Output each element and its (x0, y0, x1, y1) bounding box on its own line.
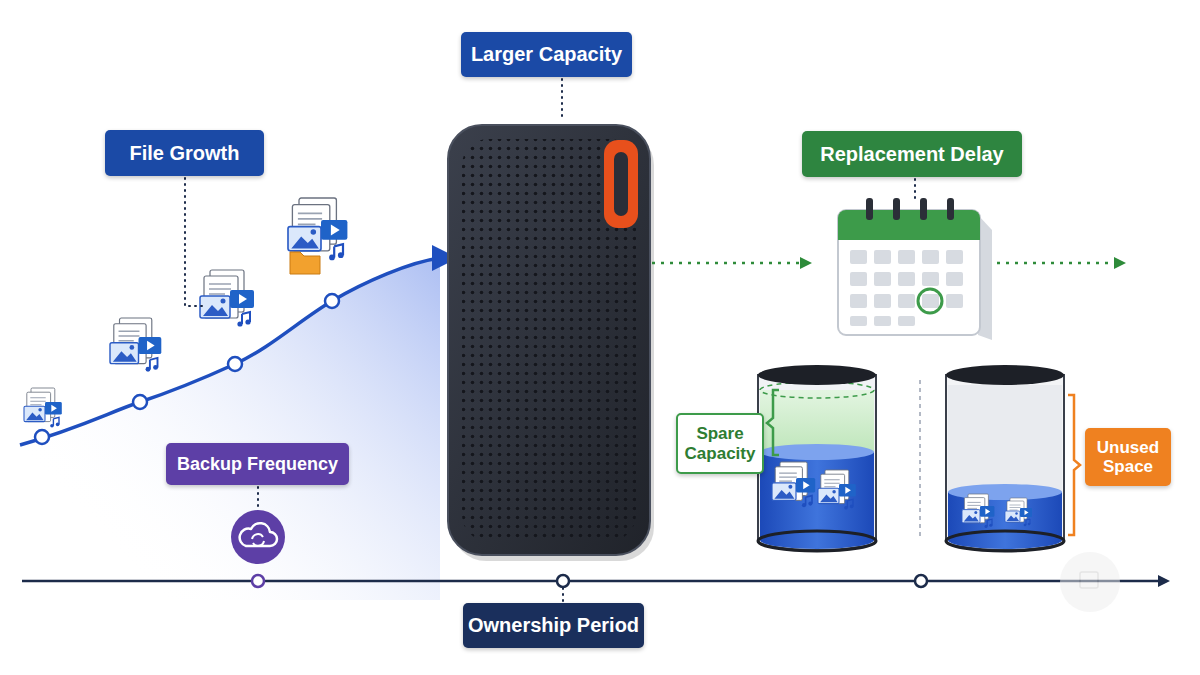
leader-line (561, 79, 563, 120)
ssd-loop-hole (614, 152, 628, 216)
file-icon-group (772, 462, 815, 507)
calendar-highlight (918, 289, 942, 313)
ssd-drive (448, 125, 654, 561)
capacity-label: Larger Capacity (461, 32, 632, 77)
file-icon-group (1005, 498, 1032, 526)
empty-fill (948, 385, 1062, 492)
ssd-body (448, 125, 650, 555)
calendar-ring (947, 198, 954, 220)
data-fill (948, 492, 1062, 549)
folder-icon (290, 252, 320, 274)
calendar-header (838, 226, 980, 240)
leader-line (562, 588, 564, 601)
box-label-text: Replacement Delay (820, 143, 1003, 165)
calendar-header (838, 210, 980, 240)
leader-line (185, 178, 205, 306)
calendar-ring (920, 198, 927, 220)
cylinder-base (946, 531, 1064, 551)
calendar-ring (866, 198, 873, 220)
box-label-text: Ownership Period (468, 614, 639, 636)
delay-label: Replacement Delay (802, 131, 1022, 177)
delay-line (988, 262, 1114, 265)
spare-fill (760, 390, 874, 452)
unused-label: Unused Space (1085, 428, 1171, 486)
ssd-loop (604, 140, 638, 228)
box-label-text: Backup Frequency (177, 454, 338, 474)
ssd-shadow (452, 131, 654, 561)
leader-line (914, 179, 916, 203)
cylinder-rim (758, 365, 876, 385)
growth-area (20, 258, 440, 600)
box-label-text: Spare Capacity (682, 424, 758, 462)
growth-point (228, 357, 242, 371)
box-label-text: Unused Space (1089, 438, 1167, 476)
growth-curve (20, 245, 458, 600)
growth-point (35, 430, 49, 444)
timeline-marker (252, 575, 264, 587)
timeline-marker (915, 575, 927, 587)
file-icon-group (110, 318, 161, 372)
growth-line (20, 258, 440, 445)
growth-point (133, 395, 147, 409)
sync-symbol (252, 534, 264, 546)
file-icon-group (288, 198, 347, 260)
data-top (760, 444, 874, 460)
watermark-icon (1060, 552, 1120, 612)
storage-cylinder (946, 365, 1064, 551)
box-label-text: File Growth (130, 142, 240, 164)
cylinder-base (758, 531, 876, 551)
delay-arrowhead (1114, 257, 1126, 269)
timeline-marker (557, 575, 569, 587)
file-icon-group (24, 388, 62, 428)
timeline (22, 575, 1170, 587)
box-label-text: Larger Capacity (471, 43, 622, 65)
cloud-symbol (240, 523, 277, 546)
backup-label: Backup Frequency (166, 443, 349, 485)
file-icon-group (818, 470, 856, 510)
growth-point (325, 294, 339, 308)
leader-line (257, 487, 259, 508)
backup-icon (231, 510, 285, 564)
calendar-icon (838, 198, 992, 340)
spare-label: Spare Capacity (676, 413, 764, 474)
timeline-axis (22, 580, 1160, 583)
cylinder-body (946, 375, 1064, 550)
cylinder-body (758, 375, 876, 550)
delay-line (652, 262, 800, 265)
calendar-ring (893, 198, 900, 220)
growth-label: File Growth (105, 130, 264, 176)
calendar-body (838, 210, 980, 335)
unused-bracket (1068, 395, 1080, 535)
timeline-arrowhead (1158, 575, 1170, 587)
period-label: Ownership Period (463, 603, 644, 648)
delay-arrowhead (800, 257, 812, 269)
spare-bracket (767, 390, 779, 455)
backup-circle (231, 510, 285, 564)
storage-cylinder (758, 365, 876, 551)
calendar-grid (850, 250, 963, 326)
file-icon-group (962, 494, 994, 528)
divider-line (919, 380, 921, 540)
cylinder-rim (946, 365, 1064, 385)
file-icon-group (200, 270, 254, 327)
